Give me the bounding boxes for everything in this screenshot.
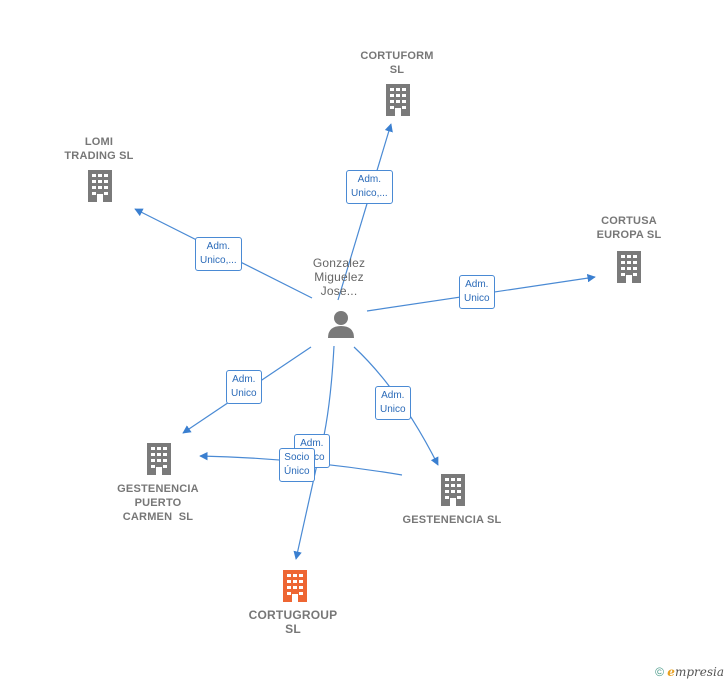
copyright-icon: © (655, 665, 664, 679)
node-label-line: CORTUGROUP (248, 608, 338, 622)
node-label-line: SL (285, 622, 301, 636)
brand-rest: mpresia (674, 665, 724, 679)
building-icon-cortugroup (283, 570, 307, 602)
node-label-cortugroup: CORTUGROUP SL (243, 608, 343, 636)
node-label-cortuform: CORTUFORM SL (347, 49, 447, 77)
node-label-line: GESTENENCIA SL (402, 514, 502, 526)
edge-label-line: Unico (231, 388, 257, 399)
building-icon-cortusa (617, 251, 641, 283)
node-label-line: SL (389, 64, 405, 76)
brand-e: e (667, 665, 675, 679)
node-label-person: Gonzalez Miguelez Jose... (289, 256, 389, 298)
edge-cortuform (337, 123, 393, 301)
building-icon-gestenencia (441, 474, 465, 506)
node-label-line: GESTENENCIA (117, 483, 199, 495)
building-icon-gestenencia-puerto (147, 443, 171, 475)
node-label-line: TRADING SL (64, 150, 134, 162)
edge-label-gestenencia[interactable]: Adm. Unico (375, 386, 411, 420)
node-label-line: LOMI (84, 136, 114, 148)
person-icon (328, 311, 354, 338)
edge-label-line: Adm. (206, 241, 231, 252)
edge-label-line: Unico (464, 293, 490, 304)
footer-credit: © empresia (655, 665, 724, 679)
brand-logo[interactable]: empresia (667, 665, 724, 679)
node-label-line: PUERTO (134, 497, 182, 509)
edge-label-line: Unico,... (200, 255, 237, 266)
node-label-line: Miguelez (314, 270, 364, 284)
node-label-gestenencia-puerto: GESTENENCIA PUERTO CARMEN SL (98, 482, 218, 524)
edge-label-line: Adm. (357, 174, 382, 185)
edge-label-cortusa[interactable]: Adm. Unico (459, 275, 495, 309)
node-label-gestenencia: GESTENENCIA SL (392, 513, 512, 527)
edge-label-line: Único (284, 466, 310, 477)
edge-label-lomi[interactable]: Adm. Unico,... (195, 237, 242, 271)
node-label-line: CORTUSA (601, 215, 657, 227)
edge-label-line: Adm. (381, 390, 405, 401)
building-icon-cortuform (386, 84, 410, 116)
edge-label-line: Unico (380, 404, 406, 415)
edge-label-line: Socio (284, 452, 310, 463)
edge-label-line: Adm. (232, 374, 256, 385)
node-label-line: Jose... (320, 284, 358, 298)
node-label-lomi: LOMI TRADING SL (49, 135, 149, 163)
edge-label-puerto[interactable]: Adm. Unico (226, 370, 262, 404)
edge-label-line: Adm. (465, 279, 489, 290)
node-label-line: Gonzalez (312, 256, 366, 270)
edge-label-cortuform[interactable]: Adm. Unico,... (346, 170, 393, 204)
edge-label-line: Unico,... (351, 188, 388, 199)
edge-label-cortugroup-socio[interactable]: Socio Único (279, 448, 315, 482)
node-label-cortusa: CORTUSA EUROPA SL (579, 214, 679, 242)
edge-label-line: Adm. (300, 438, 324, 449)
node-label-line: CORTUFORM (360, 50, 434, 62)
node-label-line: EUROPA SL (596, 229, 662, 241)
node-label-line: CARMEN SL (122, 511, 194, 523)
building-icon-lomi (88, 170, 112, 202)
